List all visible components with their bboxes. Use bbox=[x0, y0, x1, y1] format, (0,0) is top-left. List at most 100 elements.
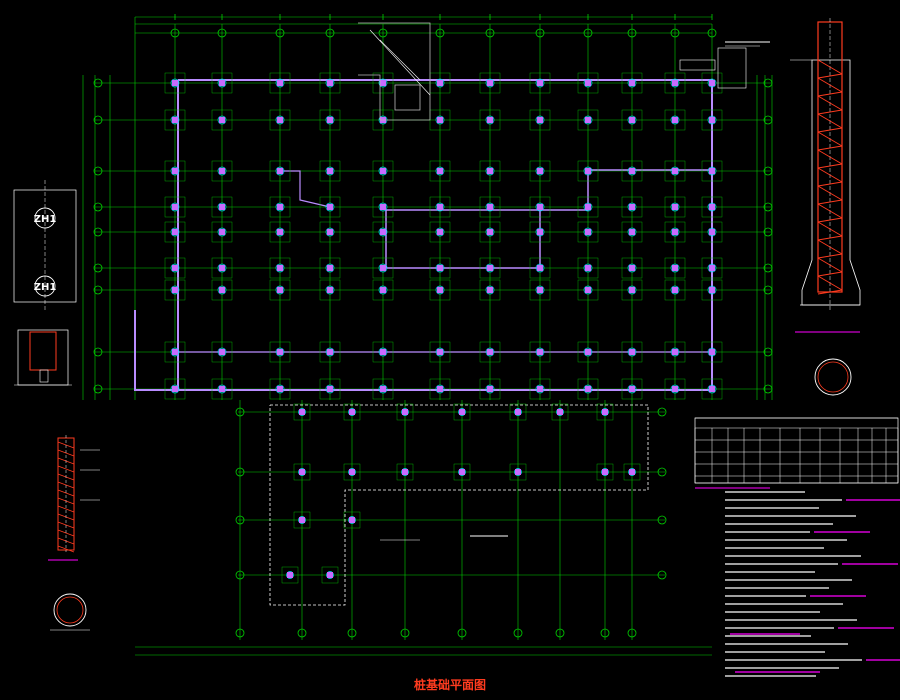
column-mark bbox=[349, 517, 355, 523]
column-mark bbox=[327, 386, 333, 392]
pile-ring bbox=[275, 347, 285, 357]
pile-cap bbox=[577, 160, 599, 182]
pile-ring bbox=[217, 347, 227, 357]
pile-cap bbox=[577, 196, 599, 218]
pile-ring bbox=[535, 285, 545, 295]
column-mark bbox=[585, 229, 591, 235]
pile-ring bbox=[583, 115, 593, 125]
grid-bubble bbox=[657, 515, 667, 525]
column-mark bbox=[277, 287, 283, 293]
pile-spiral bbox=[817, 239, 843, 255]
pile-ring bbox=[348, 408, 356, 416]
pile-cap bbox=[621, 109, 643, 131]
pile-ring bbox=[601, 408, 609, 416]
pile-ring bbox=[217, 202, 227, 212]
pile-ring bbox=[485, 285, 495, 295]
pile-ring bbox=[707, 78, 717, 88]
column-mark bbox=[459, 409, 465, 415]
pile-ring bbox=[217, 384, 227, 394]
pile-spiral bbox=[817, 221, 843, 237]
pile-ring bbox=[485, 166, 495, 176]
pile-cap bbox=[211, 221, 233, 243]
column-mark bbox=[585, 265, 591, 271]
column-mark bbox=[537, 386, 543, 392]
pile-cap bbox=[529, 221, 551, 243]
column-mark bbox=[709, 117, 715, 123]
grid-bubble bbox=[347, 628, 357, 638]
pile-ring bbox=[514, 468, 522, 476]
grid-bubble bbox=[93, 202, 103, 212]
pile-ring bbox=[170, 78, 180, 88]
pile-cap bbox=[529, 109, 551, 131]
pile-cap bbox=[596, 463, 614, 481]
column-mark bbox=[277, 386, 283, 392]
pile-ring bbox=[435, 115, 445, 125]
column-mark bbox=[585, 204, 591, 210]
pile-ring bbox=[707, 347, 717, 357]
pile-ring bbox=[286, 571, 294, 579]
column-mark bbox=[709, 229, 715, 235]
column-mark bbox=[172, 117, 178, 123]
column-mark bbox=[672, 80, 678, 86]
pile-ring bbox=[275, 166, 285, 176]
column-mark bbox=[327, 349, 333, 355]
pile-ring bbox=[670, 78, 680, 88]
pile-cap bbox=[664, 72, 686, 94]
pile-cap bbox=[319, 160, 341, 182]
pile-stirrup bbox=[57, 505, 75, 513]
pile-cap bbox=[429, 279, 451, 301]
pile-ring bbox=[435, 78, 445, 88]
pile-cap bbox=[479, 72, 501, 94]
column-mark bbox=[299, 469, 305, 475]
column-mark bbox=[437, 117, 443, 123]
column-mark bbox=[437, 168, 443, 174]
pile-cap bbox=[319, 279, 341, 301]
pile-cap bbox=[319, 378, 341, 400]
column-mark bbox=[219, 168, 225, 174]
pile-spiral bbox=[817, 59, 843, 75]
pile-spiral bbox=[817, 253, 843, 259]
pile-cap bbox=[319, 72, 341, 94]
pile-cap bbox=[701, 72, 723, 94]
pile-cap bbox=[269, 160, 291, 182]
column-mark bbox=[629, 80, 635, 86]
pile-ring bbox=[627, 227, 637, 237]
pile-cap bbox=[701, 341, 723, 363]
column-mark bbox=[709, 80, 715, 86]
pile-cap bbox=[664, 378, 686, 400]
pile-spiral bbox=[817, 257, 843, 273]
column-mark bbox=[557, 409, 563, 415]
column-mark bbox=[672, 349, 678, 355]
pile-cap bbox=[164, 196, 186, 218]
column-mark bbox=[437, 386, 443, 392]
pile-stirrup bbox=[57, 545, 75, 553]
pile-ring bbox=[348, 516, 356, 524]
column-mark bbox=[487, 386, 493, 392]
pile-spiral bbox=[817, 77, 843, 93]
pile-cap bbox=[269, 279, 291, 301]
pile-ring bbox=[583, 384, 593, 394]
pile-ring bbox=[378, 263, 388, 273]
pile-ring bbox=[325, 78, 335, 88]
column-mark bbox=[537, 349, 543, 355]
pile-cap bbox=[479, 341, 501, 363]
pile-spiral bbox=[817, 199, 843, 205]
column-mark bbox=[672, 229, 678, 235]
column-mark bbox=[585, 117, 591, 123]
pile-cap bbox=[211, 279, 233, 301]
pile-spiral bbox=[817, 149, 843, 165]
column-mark bbox=[437, 80, 443, 86]
pile-cap bbox=[701, 109, 723, 131]
column-mark bbox=[327, 229, 333, 235]
column-mark bbox=[437, 229, 443, 235]
pile-elevation-section-rebar bbox=[817, 361, 849, 393]
pile-cap bbox=[164, 341, 186, 363]
pile-ring bbox=[325, 285, 335, 295]
pile-spiral bbox=[817, 181, 843, 187]
pile-cap bbox=[479, 109, 501, 131]
column-mark bbox=[380, 349, 386, 355]
pile-ring bbox=[325, 202, 335, 212]
grid-bubble bbox=[93, 263, 103, 273]
pile-ring bbox=[535, 263, 545, 273]
